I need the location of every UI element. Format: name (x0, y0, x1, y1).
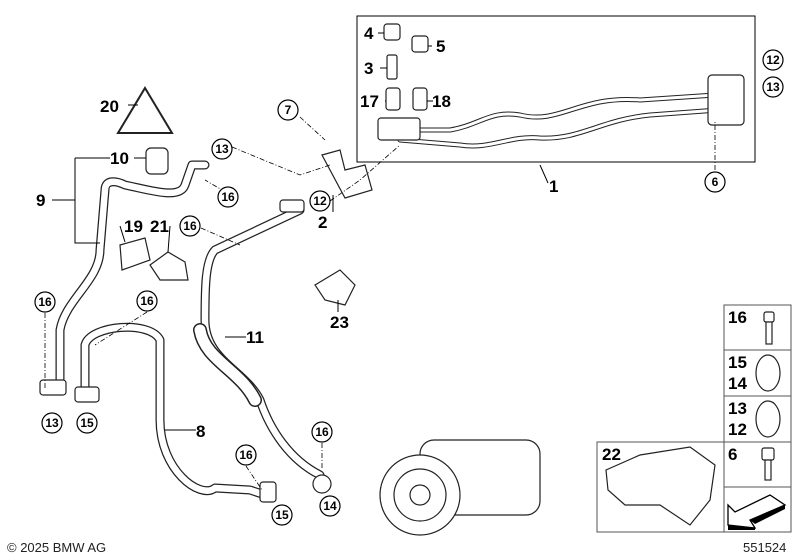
diagram-number: 551524 (743, 540, 787, 555)
circled-labels (34, 49, 784, 526)
bracket-22 (605, 446, 716, 526)
clip-23 (314, 269, 356, 306)
callout-14: 14 (323, 499, 337, 513)
label-5: 5 (436, 37, 445, 56)
panel-label-12: 12 (728, 420, 747, 439)
bracket-2 (321, 149, 373, 199)
pressure-sensor-10 (145, 147, 169, 175)
panel-label-13: 13 (728, 399, 747, 418)
callout-12: 12 (766, 53, 780, 67)
valve-17 (385, 87, 401, 111)
callout-13: 13 (766, 80, 780, 94)
callout-13: 13 (215, 142, 229, 156)
panel-label-22: 22 (602, 445, 621, 464)
label-19: 19 (124, 217, 143, 236)
callout-7: 7 (285, 103, 292, 117)
callout-6: 6 (712, 175, 719, 189)
assembly-frame (356, 15, 756, 163)
callout-16: 16 (315, 425, 329, 439)
callout-15: 15 (80, 416, 94, 430)
callout-13: 13 (45, 416, 59, 430)
callout-12: 12 (313, 194, 327, 208)
panel-art (605, 311, 787, 530)
hose-8 (74, 322, 277, 503)
label-18: 18 (432, 92, 451, 111)
label-3: 3 (364, 59, 373, 78)
panel-label-15: 15 (728, 353, 747, 372)
label-10: 10 (110, 149, 129, 168)
pipe-connector-12 (279, 199, 305, 213)
label-4: 4 (364, 24, 374, 43)
panel-label-6: 6 (728, 445, 737, 464)
clip-19 (119, 237, 151, 271)
legend-panel (596, 304, 792, 533)
cap-5 (411, 35, 429, 53)
leader-lines (44, 32, 716, 491)
valve-18 (412, 87, 428, 111)
label-11: 11 (246, 328, 264, 347)
label-23: 23 (330, 313, 349, 332)
hose-pipe-1 (377, 74, 745, 149)
arrow-icon (727, 494, 787, 529)
label-21: 21 (150, 217, 169, 236)
warning-label-20 (116, 86, 174, 134)
ac-compressor (379, 439, 541, 536)
callout-16: 16 (239, 448, 253, 462)
hose-11 (193, 205, 332, 494)
label-2: 2 (318, 213, 327, 232)
label-8: 8 (196, 422, 205, 441)
callout-16: 16 (183, 219, 197, 233)
label-17: 17 (360, 92, 379, 111)
copyright: © 2025 BMW AG (7, 540, 107, 555)
callout-16: 16 (221, 190, 235, 204)
callout-16: 16 (38, 295, 52, 309)
cap-4 (383, 23, 401, 41)
panel-label-16: 16 (728, 308, 747, 327)
callout-16: 16 (140, 294, 154, 308)
clip-21 (149, 251, 189, 281)
label-1: 1 (549, 177, 558, 196)
hose-9 (39, 160, 210, 396)
label-9: 9 (36, 191, 45, 210)
valve-3 (386, 54, 398, 80)
label-20: 20 (100, 97, 119, 116)
panel-label-14: 14 (728, 374, 747, 393)
callout-15: 15 (275, 508, 289, 522)
